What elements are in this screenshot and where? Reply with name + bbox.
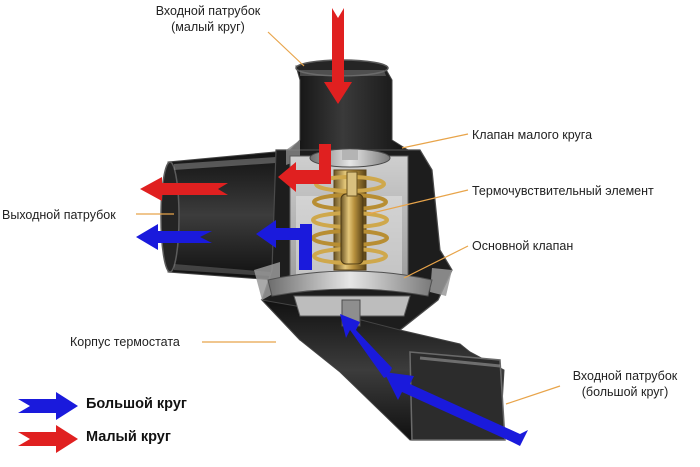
label-thermosensitive-element: Термочувствительный элемент <box>472 184 654 198</box>
leader-valve-small <box>401 133 469 149</box>
label-thermostat-housing: Корпус термостата <box>70 335 180 349</box>
big-circle-inlet-arrow <box>384 372 528 446</box>
small-circle-turn-arrow <box>278 144 331 192</box>
flow-arrows <box>136 8 528 446</box>
big-circle-outlet-arrow <box>136 224 212 250</box>
leader-thermo-element <box>367 189 469 215</box>
small-circle-outlet-arrow <box>140 177 228 201</box>
label-outlet-pipe: Выходной патрубок <box>2 208 116 222</box>
label-main-valve: Основной клапан <box>472 239 574 253</box>
thermosensitive-element <box>340 171 364 265</box>
legend-big-circle-arrow <box>18 392 78 420</box>
label-inlet-big-line1: Входной патрубок <box>572 369 678 383</box>
legend-small-circle-arrow <box>18 425 78 453</box>
big-circle-turn-arrow <box>256 220 312 270</box>
leader-main-valve <box>403 245 469 279</box>
big-circle-inner-arrow <box>340 314 392 378</box>
small-circle-inlet-arrow <box>324 8 352 104</box>
leader-inlet-big <box>505 385 561 405</box>
label-inlet-small-circle: Входной патрубок (малый круг) <box>148 3 268 35</box>
legend-arrows <box>18 392 78 453</box>
main-valve <box>267 270 433 327</box>
label-inlet-big-circle: Входной патрубок (большой круг) <box>560 368 690 400</box>
label-small-circle-valve: Клапан малого круга <box>472 128 593 142</box>
leader-inlet-small <box>267 31 305 67</box>
label-inlet-big-line2: (большой круг) <box>581 385 669 399</box>
leader-lines <box>136 31 561 405</box>
legend-big-circle-label: Большой круг <box>86 396 187 412</box>
legend-small-circle-label: Малый круг <box>86 429 171 445</box>
label-inlet-small-line2: (малый круг) <box>171 20 245 34</box>
label-inlet-small-line1: Входной патрубок <box>155 4 261 18</box>
